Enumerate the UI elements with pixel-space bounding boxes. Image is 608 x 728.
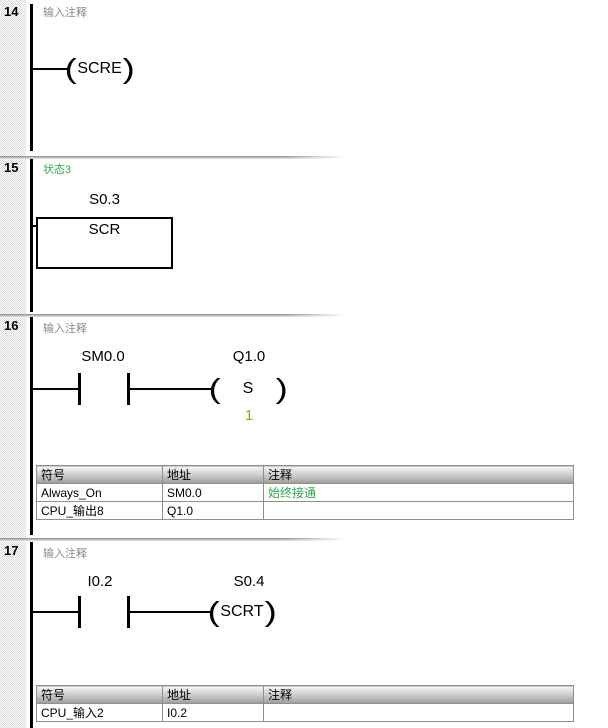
symbol-table: 符号 地址 注释 Always_On SM0.0 始终接通 CPU_输出8 Q1… xyxy=(36,465,574,520)
power-rail xyxy=(30,4,33,151)
wire xyxy=(33,611,78,613)
set-coil-operand[interactable]: Q1.0 xyxy=(232,348,266,365)
address-cell: Q1.0 xyxy=(162,501,264,520)
address-column-header: 地址 xyxy=(162,685,264,704)
address-column-header: 地址 xyxy=(162,465,264,484)
coil-right-paren: ) xyxy=(275,373,288,404)
network-16: 16 输入注释 SM0.0 Q1.0 ( S ) 1 符号 地址 注释 Alwa… xyxy=(0,314,608,538)
symbol-cell: CPU_输出8 xyxy=(36,501,163,520)
network-separator xyxy=(0,156,348,159)
comment-cell xyxy=(263,501,574,520)
scre-coil[interactable]: ( SCRE ) xyxy=(64,51,135,87)
coil-left-paren: ( xyxy=(208,373,221,404)
set-coil-param[interactable]: 1 xyxy=(244,407,254,424)
symbol-table-header-row: 符号 地址 注释 xyxy=(36,685,574,704)
network-number: 15 xyxy=(4,160,19,175)
wire xyxy=(130,388,211,390)
comment-column-header: 注释 xyxy=(263,465,574,484)
symbol-cell: CPU_输入2 xyxy=(36,703,163,722)
network-14: 14 输入注释 ( SCRE ) xyxy=(0,0,608,156)
set-coil[interactable]: ( S ) xyxy=(208,371,288,407)
scr-box-mnemonic: SCR xyxy=(88,221,121,238)
network-number: 16 xyxy=(4,318,19,333)
scrt-coil[interactable]: ( SCRT ) xyxy=(207,594,277,630)
scr-box[interactable]: SCR xyxy=(36,217,173,269)
symbol-table: 符号 地址 注释 CPU_输入2 I0.2 xyxy=(36,685,574,722)
symbol-cell: Always_On xyxy=(36,483,163,502)
contact-bar xyxy=(78,373,81,405)
network-separator xyxy=(0,538,348,541)
contact-operand[interactable]: SM0.0 xyxy=(81,348,125,365)
comment-cell xyxy=(263,703,574,722)
coil-right-paren: ) xyxy=(122,53,135,84)
network-comment-placeholder[interactable]: 输入注释 xyxy=(43,7,87,19)
scr-box-operand[interactable]: S0.3 xyxy=(89,191,120,208)
symbol-row: Always_On SM0.0 始终接通 xyxy=(36,483,574,502)
wire xyxy=(33,388,78,390)
symbol-row: CPU_输入2 I0.2 xyxy=(36,703,574,722)
coil-left-paren: ( xyxy=(207,596,220,627)
network-number-gutter xyxy=(0,0,26,728)
no-contact[interactable] xyxy=(78,373,130,405)
network-comment[interactable]: 状态3 xyxy=(43,164,72,176)
coil-left-paren: ( xyxy=(64,53,77,84)
wire xyxy=(33,68,69,70)
network-15: 15 状态3 S0.3 SCR xyxy=(0,156,608,314)
power-rail xyxy=(30,159,33,312)
symbol-table-header-row: 符号 地址 注释 xyxy=(36,465,574,484)
symbol-column-header: 符号 xyxy=(36,685,163,704)
symbol-row: CPU_输出8 Q1.0 xyxy=(36,501,574,520)
symbol-column-header: 符号 xyxy=(36,465,163,484)
coil-mnemonic: S xyxy=(242,380,254,397)
scrt-coil-operand[interactable]: S0.4 xyxy=(233,573,265,590)
contact-bar xyxy=(127,596,130,628)
no-contact[interactable] xyxy=(78,596,130,628)
coil-right-paren: ) xyxy=(264,596,277,627)
contact-bar xyxy=(127,373,130,405)
address-cell: SM0.0 xyxy=(162,483,264,502)
comment-cell: 始终接通 xyxy=(263,483,574,502)
coil-mnemonic: SCRE xyxy=(77,60,122,77)
network-separator xyxy=(0,314,348,317)
network-number: 14 xyxy=(4,4,19,19)
comment-column-header: 注释 xyxy=(263,685,574,704)
power-rail xyxy=(30,542,33,728)
wire xyxy=(33,225,37,227)
network-comment-placeholder[interactable]: 输入注释 xyxy=(43,323,87,335)
network-17: 17 输入注释 I0.2 S0.4 ( SCRT ) 符号 地址 注释 CPU_… xyxy=(0,538,608,728)
coil-mnemonic: SCRT xyxy=(220,603,264,620)
wire xyxy=(130,611,211,613)
contact-bar xyxy=(78,596,81,628)
network-comment-placeholder[interactable]: 输入注释 xyxy=(43,548,87,560)
power-rail xyxy=(30,317,33,535)
address-cell: I0.2 xyxy=(162,703,264,722)
network-number: 17 xyxy=(4,543,19,558)
contact-operand[interactable]: I0.2 xyxy=(87,573,113,590)
